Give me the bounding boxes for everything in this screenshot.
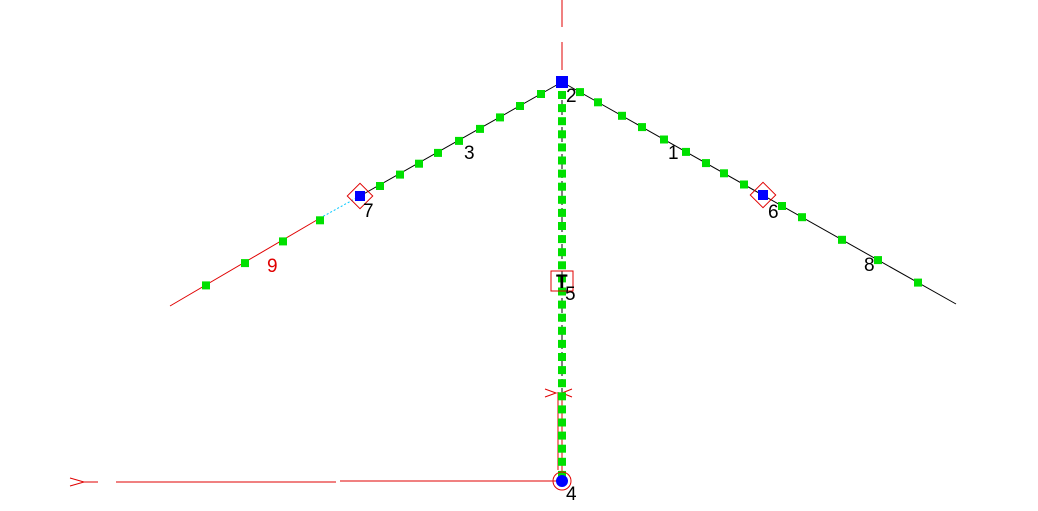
division-point — [558, 300, 566, 309]
division-point — [558, 470, 566, 479]
division-point — [558, 392, 566, 401]
division-point — [558, 444, 566, 453]
label-7: 7 — [363, 201, 374, 222]
node-7-diamond-icon[interactable] — [346, 182, 374, 210]
division-point — [618, 111, 626, 120]
base-reference-line — [69, 477, 560, 487]
division-point — [638, 123, 646, 132]
node-7-square-icon[interactable] — [355, 191, 365, 201]
division-point — [778, 202, 786, 210]
support-arrow-icon — [69, 477, 86, 487]
division-point — [202, 281, 210, 290]
division-point — [496, 113, 504, 122]
label-2: 2 — [566, 86, 577, 107]
node-6-diamond-icon[interactable] — [749, 181, 777, 209]
node-4-circle-icon[interactable] — [552, 471, 572, 491]
division-point — [558, 182, 566, 191]
division-point — [558, 431, 566, 440]
division-point — [874, 256, 882, 265]
division-point — [838, 235, 846, 244]
division-point — [558, 339, 566, 348]
division-point — [558, 169, 566, 178]
division-point — [516, 102, 524, 110]
division-point — [558, 274, 566, 283]
division-point — [455, 136, 463, 145]
label-1: 1 — [668, 143, 679, 164]
node-5-frame-icon[interactable] — [550, 270, 574, 292]
division-point — [558, 117, 566, 126]
division-point — [682, 147, 690, 156]
division-point — [660, 135, 668, 144]
division-point — [396, 170, 404, 179]
node-5-t-marker: T — [556, 272, 568, 293]
node-4-dot-icon[interactable] — [556, 475, 568, 487]
division-point — [279, 237, 287, 246]
division-point — [558, 130, 566, 139]
division-point — [558, 235, 566, 244]
label-4: 4 — [566, 484, 577, 505]
division-point — [537, 90, 545, 98]
division-point — [798, 213, 806, 222]
division-point — [914, 278, 922, 287]
labels: 1 2 3 4 5 6 7 8 9 — [267, 86, 875, 505]
division-point — [558, 104, 566, 113]
division-point — [558, 208, 566, 217]
label-8: 8 — [864, 255, 875, 276]
member-cyan-segment[interactable] — [321, 195, 361, 218]
division-point — [576, 88, 584, 97]
division-point — [558, 261, 566, 270]
division-point — [594, 98, 602, 107]
division-point — [558, 195, 566, 204]
division-point — [558, 248, 566, 257]
division-point — [702, 159, 710, 168]
division-point — [434, 148, 442, 157]
label-9: 9 — [267, 256, 278, 277]
label-6: 6 — [768, 202, 779, 223]
division-point — [740, 180, 748, 189]
division-point — [558, 418, 566, 427]
division-point — [558, 156, 566, 165]
division-point — [558, 379, 566, 388]
node-2-square-icon[interactable] — [556, 76, 568, 88]
node-6-square-icon[interactable] — [758, 190, 768, 200]
division-point — [558, 353, 566, 361]
division-point — [558, 326, 566, 335]
division-point — [476, 124, 484, 133]
division-point — [558, 405, 566, 414]
node-markers: T — [346, 76, 777, 491]
division-point — [316, 216, 324, 225]
division-point — [558, 313, 566, 322]
label-5: 5 — [565, 284, 576, 305]
division-point — [558, 457, 566, 466]
division-point — [720, 169, 728, 178]
division-point — [376, 182, 384, 190]
label-3: 3 — [464, 143, 475, 164]
division-point — [415, 159, 423, 168]
division-point — [241, 259, 249, 268]
division-point — [558, 366, 566, 375]
division-points — [202, 88, 922, 479]
division-point — [558, 222, 566, 230]
division-point — [558, 91, 566, 99]
division-point — [558, 143, 566, 152]
